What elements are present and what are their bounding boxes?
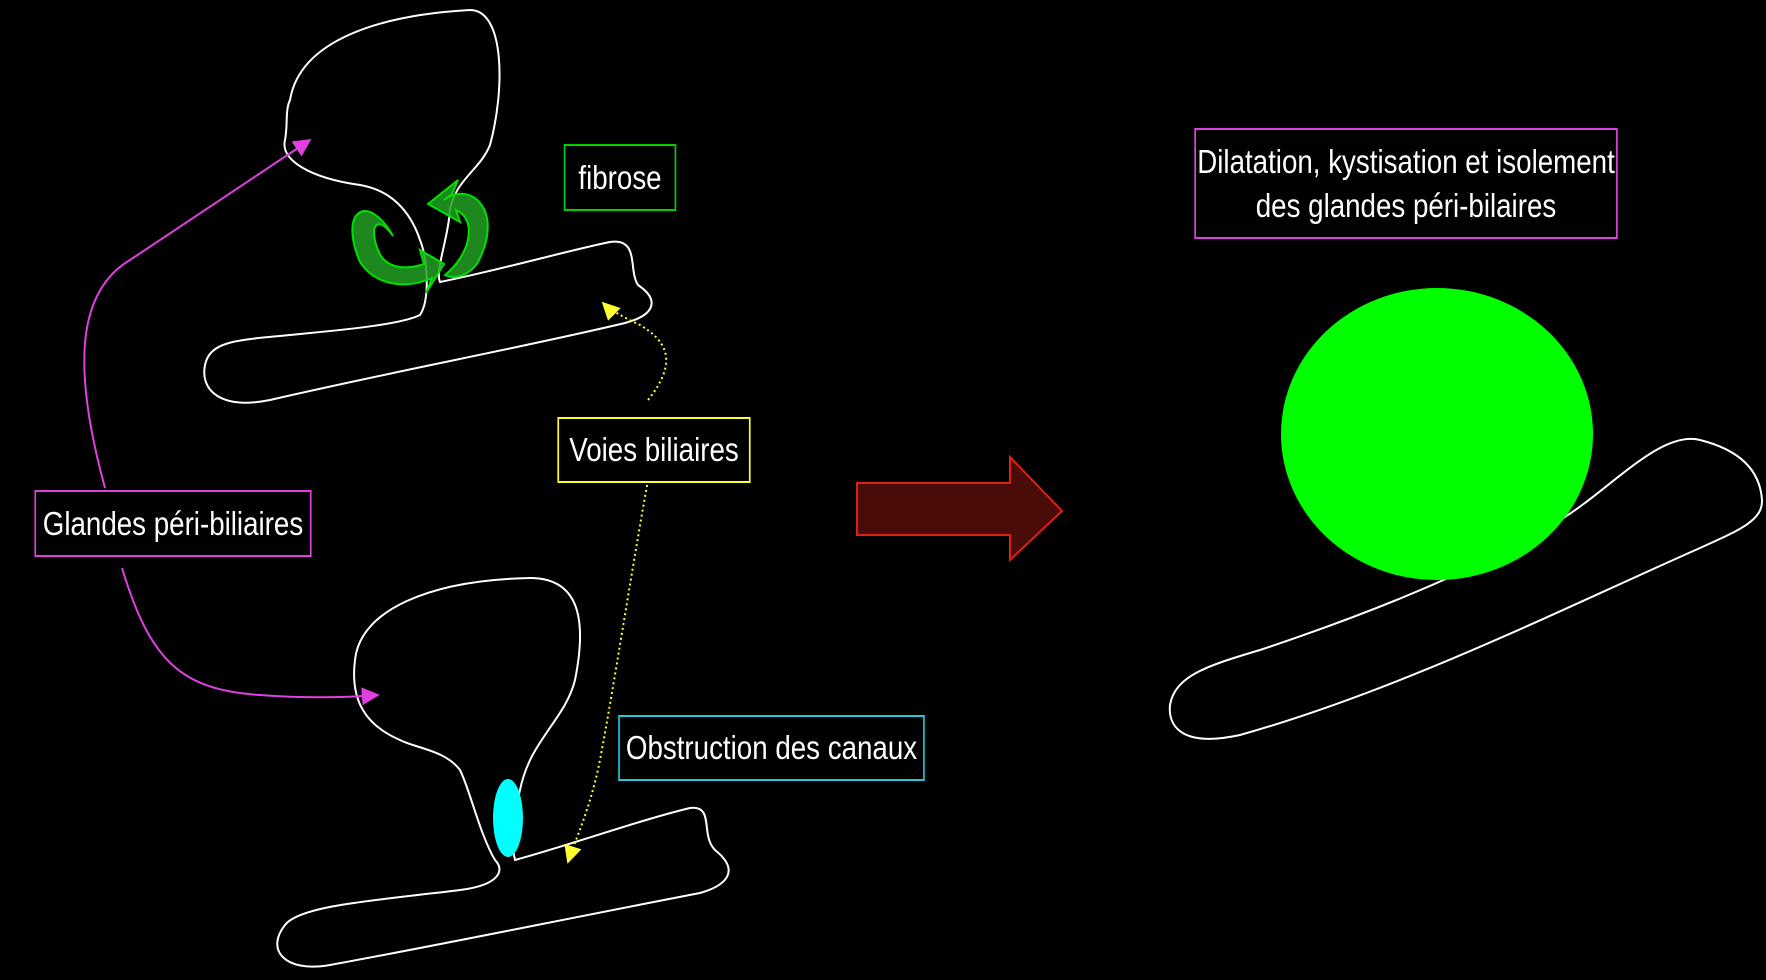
glandes-arrow-bottom <box>121 567 380 706</box>
fibrosis-rotate-icon <box>351 179 489 294</box>
voies-biliaires-label: Voies biliaires <box>557 417 751 483</box>
glandes-arrow-top <box>83 139 312 489</box>
dilatation-label-line2: des glandes péri-bilaires <box>1255 186 1557 224</box>
top-gland-duct-outline <box>203 8 653 404</box>
glandes-label: Glandes péri-biliaires <box>34 490 312 557</box>
dilatation-label-line1: Dilatation, kystisation et isolement <box>1197 142 1615 180</box>
dilated-duct-outline <box>1168 437 1764 740</box>
voies-arrow-bottom <box>564 479 649 864</box>
voies-biliaires-label-text: Voies biliaires <box>569 431 739 468</box>
glandes-label-text: Glandes péri-biliaires <box>42 504 304 542</box>
transition-arrow <box>856 454 1064 563</box>
fibrose-label: fibrose <box>563 144 677 211</box>
obstruction-label-text: Obstruction des canaux <box>625 729 918 766</box>
bottom-gland-duct-outline <box>276 576 730 968</box>
fibrose-label-text: fibrose <box>578 158 662 196</box>
voies-arrow-top <box>601 301 668 401</box>
cyst-ellipse <box>1281 288 1593 580</box>
obstruction-marker <box>493 779 523 857</box>
dilatation-label: Dilatation, kystisation et isolement des… <box>1194 128 1618 239</box>
obstruction-label: Obstruction des canaux <box>618 715 925 781</box>
